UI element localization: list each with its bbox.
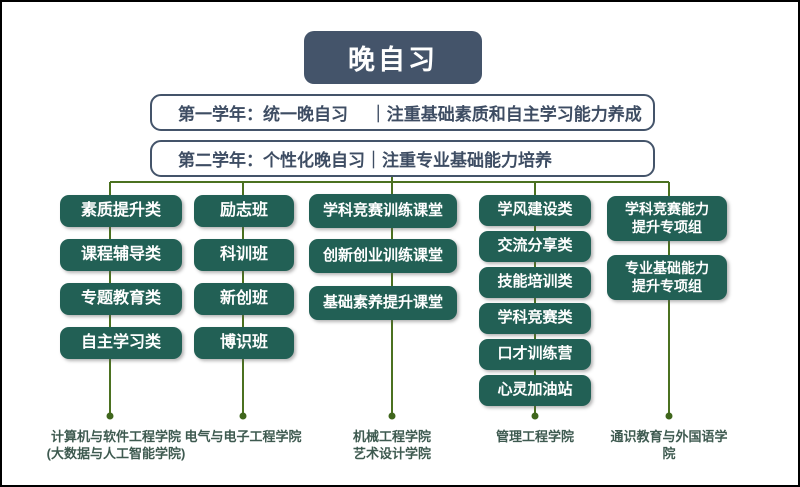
line-end-dot-4 [531, 412, 539, 420]
college-label: 电气与电子工程学院 [184, 429, 302, 444]
category-box: 新创班 [194, 283, 294, 315]
line-end-dot-2 [239, 412, 247, 420]
year-two-label: 第二学年：个性化晚自习｜注重专业基础能力培养 [178, 151, 552, 170]
category-box: 心灵加油站 [479, 375, 591, 406]
category-box: 学科竞赛类 [479, 303, 591, 334]
line-end-dot-1 [106, 412, 114, 420]
college-label: 计算机与软件工程学院 (大数据与人工智能学院) [46, 429, 186, 461]
category-box: 交流分享类 [479, 231, 591, 262]
year-one-box: 第一学年：统一晚自习 ｜注重基础素质和自主学习能力养成 [150, 94, 655, 131]
category-box: 基础素养提升课堂 [309, 286, 457, 320]
category-box: 专业基础能力 提升专项组 [607, 255, 727, 300]
category-box: 学科竞赛训练课堂 [309, 194, 457, 228]
year-one-label: 第一学年：统一晚自习 ｜注重基础素质和自主学习能力养成 [178, 105, 642, 124]
category-box: 科训班 [194, 239, 294, 271]
category-box: 励志班 [194, 195, 294, 227]
college-label: 管理工程学院 [495, 429, 575, 444]
college-label: 机械工程学院 艺术设计学院 [352, 429, 432, 461]
line-end-dot-3 [388, 412, 396, 420]
year-two-box: 第二学年：个性化晚自习｜注重专业基础能力培养 [150, 140, 655, 177]
category-box: 创新创业训练课堂 [309, 239, 457, 273]
diagram-title: 晚自习 [304, 31, 482, 84]
category-box: 博识班 [194, 327, 294, 359]
category-box: 学科竞赛能力 提升专项组 [607, 196, 727, 241]
diagram-title-label: 晚自习 [348, 45, 438, 75]
line-end-dot-5 [665, 412, 673, 420]
category-box: 技能培训类 [479, 267, 591, 298]
category-box: 口才训练营 [479, 339, 591, 370]
category-box: 课程辅导类 [60, 239, 182, 271]
category-box: 学风建设类 [479, 195, 591, 226]
category-box: 素质提升类 [60, 195, 182, 227]
category-box: 自主学习类 [60, 327, 182, 359]
college-label: 通识教育与外国语学院 [610, 429, 728, 461]
category-box: 专题教育类 [60, 283, 182, 315]
